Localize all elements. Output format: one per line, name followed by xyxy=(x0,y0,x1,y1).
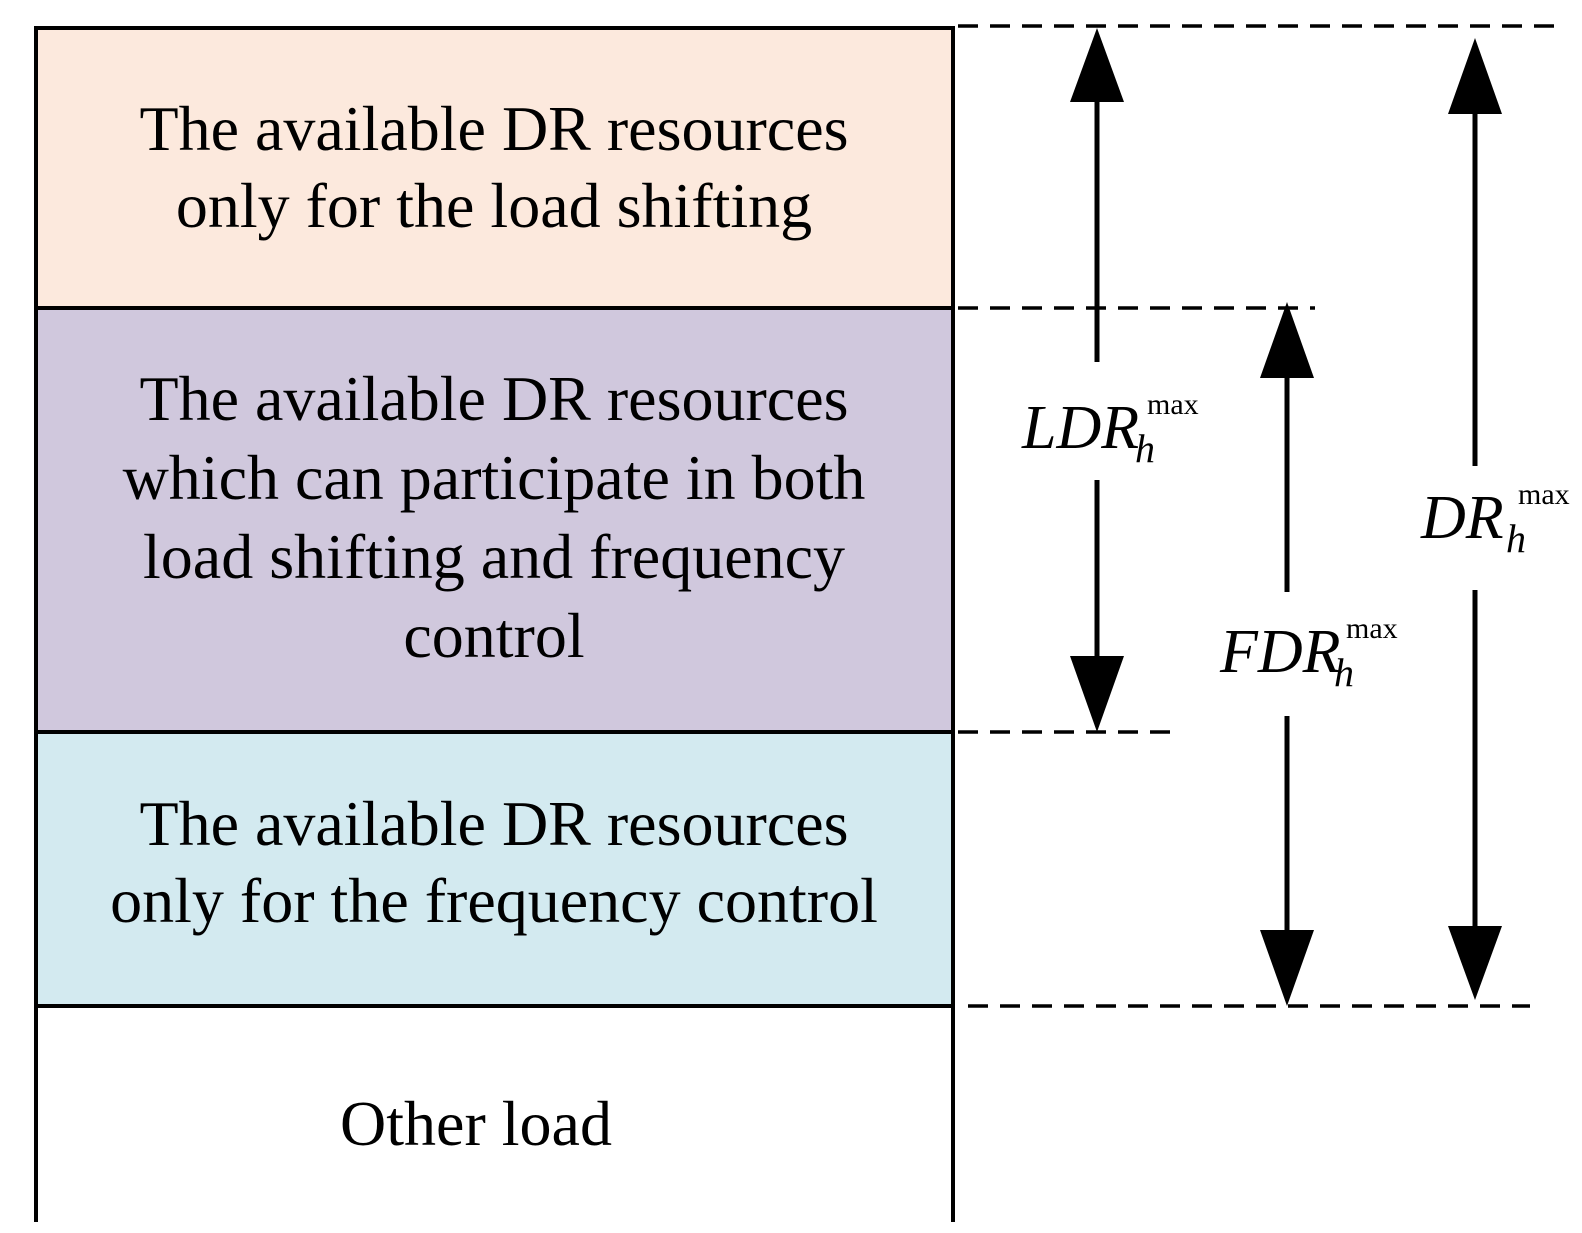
ldr-arrow-up-head xyxy=(1070,28,1124,102)
block-load-shifting-line-1: The available DR resources xyxy=(139,93,848,164)
block-both-line-4: control xyxy=(403,600,584,671)
dr-dimension-arrow xyxy=(1448,38,1502,1000)
dr-max-label: DR h max xyxy=(1420,478,1570,561)
fdr-label-base: FDR xyxy=(1219,618,1341,686)
block-both-line-3: load shifting and frequency xyxy=(143,521,845,592)
fdr-dimension-arrow xyxy=(1260,302,1314,1006)
block-both-line-2: which can participate in both xyxy=(123,442,866,513)
dr-label-sub: h xyxy=(1506,516,1526,561)
fdr-arrow-up-head xyxy=(1260,302,1314,378)
ldr-arrow-down-head xyxy=(1070,656,1124,732)
ldr-label-sup: max xyxy=(1147,388,1199,421)
dr-label-base: DR xyxy=(1420,484,1504,552)
block-frequency-line-2: only for the frequency control xyxy=(110,865,878,936)
block-other-load-bg xyxy=(36,1006,953,1220)
dr-arrow-down-head xyxy=(1448,926,1502,1000)
block-frequency-line-1: The available DR resources xyxy=(139,788,848,859)
block-load-shifting-line-2: only for the load shifting xyxy=(176,170,812,241)
fdr-arrow-down-head xyxy=(1260,930,1314,1006)
fdr-label-sup: max xyxy=(1346,612,1398,645)
block-frequency-bg xyxy=(36,732,953,1006)
fdr-label-sub: h xyxy=(1334,650,1354,695)
ldr-label-sub: h xyxy=(1135,426,1155,471)
block-load-shifting-bg xyxy=(36,28,953,308)
dr-label-sup: max xyxy=(1518,478,1570,511)
block-other-load-line-1: Other load xyxy=(340,1088,612,1159)
fdr-max-label: FDR h max xyxy=(1219,612,1398,695)
ldr-label-base: LDR xyxy=(1021,394,1139,462)
dr-arrow-up-head xyxy=(1448,38,1502,114)
block-both-bg xyxy=(36,308,953,732)
ldr-max-label: LDR h max xyxy=(1021,388,1199,471)
ldr-dimension-arrow xyxy=(1070,28,1124,732)
block-both-line-1: The available DR resources xyxy=(139,363,848,434)
